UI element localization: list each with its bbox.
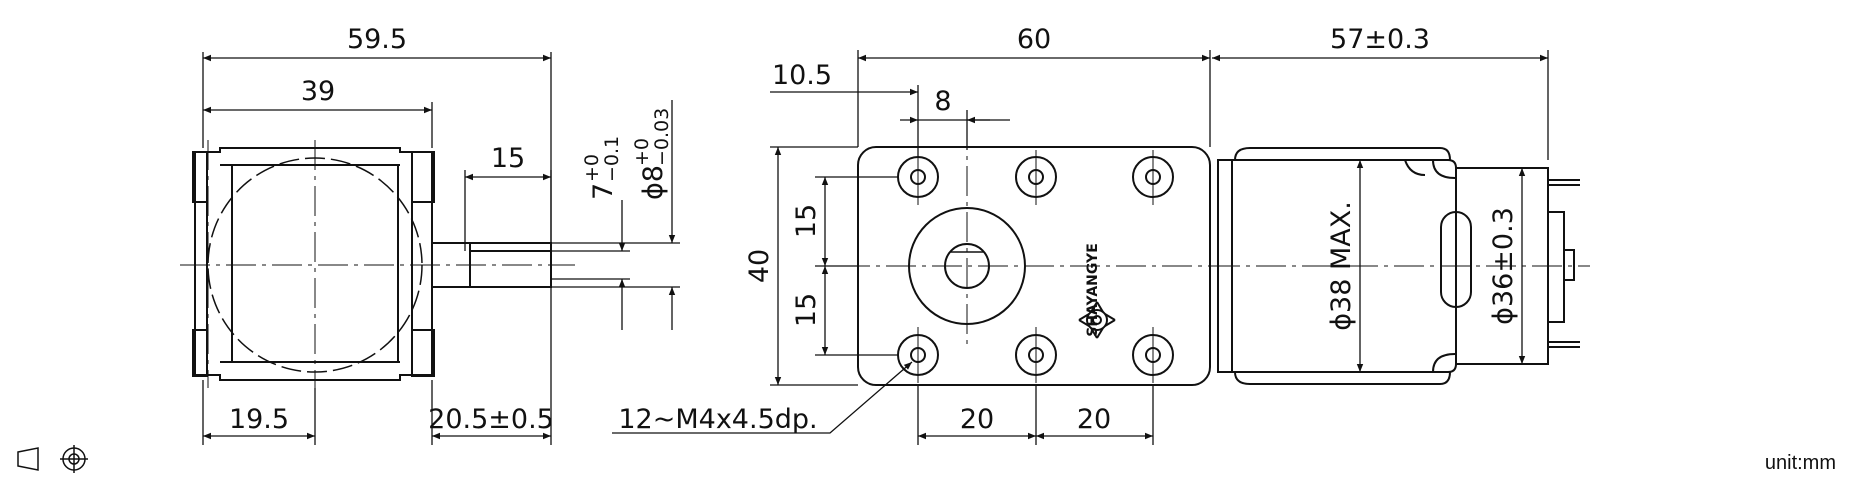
label-key-tol-lower: −0.1	[601, 136, 623, 182]
label-39: 39	[301, 76, 335, 107]
front-view	[840, 120, 1220, 386]
label-20-a: 20	[960, 404, 994, 435]
holes-leader	[612, 361, 913, 434]
label-36: ϕ36±0.3	[1488, 207, 1519, 325]
motor-dimensions	[1212, 50, 1549, 372]
unit-label: unit:mm	[1764, 452, 1836, 474]
label-19-5: 19.5	[229, 404, 289, 435]
label-10-5: 10.5	[772, 60, 832, 91]
label-59-5: 59.5	[347, 24, 407, 55]
label-8: 8	[934, 86, 951, 117]
motor-view	[1210, 147, 1590, 385]
label-shaft-tol-lower: −0.03	[651, 108, 673, 166]
label-key-tol-upper: +0	[581, 154, 603, 182]
brand-logo: SHAYANGYE	[1078, 243, 1116, 339]
front-view-labels: 60 10.5 8 40 15 15 20 20 12~M4x4.5dp.	[618, 24, 1111, 435]
label-shaft-dia: ϕ8	[638, 165, 669, 200]
motor-labels: 57±0.3 ϕ38 MAX. ϕ36±0.3	[1326, 24, 1519, 331]
logo-text: SHAYANGYE	[1085, 243, 1101, 337]
label-key-width: 7	[588, 183, 619, 200]
label-57: 57±0.3	[1330, 24, 1430, 55]
label-60: 60	[1017, 24, 1051, 55]
label-20-5: 20.5±0.5	[428, 404, 554, 435]
label-20-b: 20	[1077, 404, 1111, 435]
side-view-dimensions	[202, 52, 680, 445]
label-38-max: ϕ38 MAX.	[1326, 201, 1357, 331]
side-view	[180, 140, 575, 388]
projection-symbol-icon	[17, 445, 88, 473]
label-15: 15	[491, 143, 525, 174]
label-15-upper: 15	[791, 204, 822, 238]
label-15-lower: 15	[791, 293, 822, 327]
front-view-dimensions	[612, 50, 1211, 445]
side-view-labels: 59.5 39 15 19.5 20.5±0.5 7 +0 −0.1 ϕ8 +0…	[229, 24, 673, 435]
label-shaft-tol-upper: +0	[631, 138, 653, 166]
label-40: 40	[744, 249, 775, 283]
label-holes-callout: 12~M4x4.5dp.	[618, 404, 817, 435]
